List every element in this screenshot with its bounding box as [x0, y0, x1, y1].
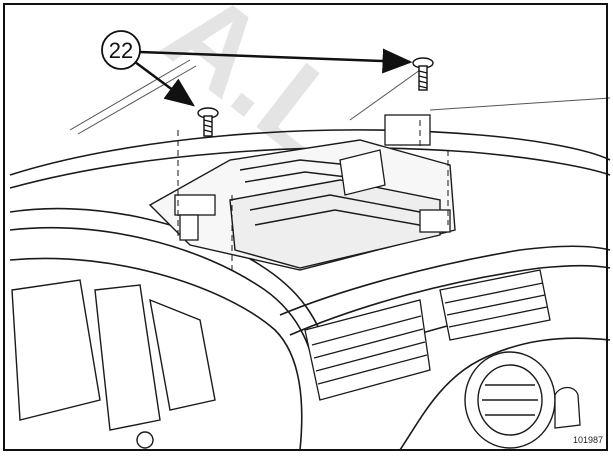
figure-border — [3, 3, 608, 451]
bracket-parts — [174, 114, 451, 241]
screw-icon — [412, 57, 434, 91]
windshield-lines — [69, 59, 611, 135]
callout-22: 22 — [101, 30, 141, 70]
left-cluster — [11, 279, 216, 449]
air-vent-center — [304, 299, 431, 401]
air-vent-right — [439, 269, 551, 341]
reference-code: 101987 — [573, 435, 603, 445]
alignment-lines — [177, 120, 449, 275]
arrow-icon — [134, 48, 413, 107]
right-knob — [554, 386, 581, 429]
screw-icon — [197, 107, 219, 137]
callout-number: 22 — [109, 38, 133, 63]
